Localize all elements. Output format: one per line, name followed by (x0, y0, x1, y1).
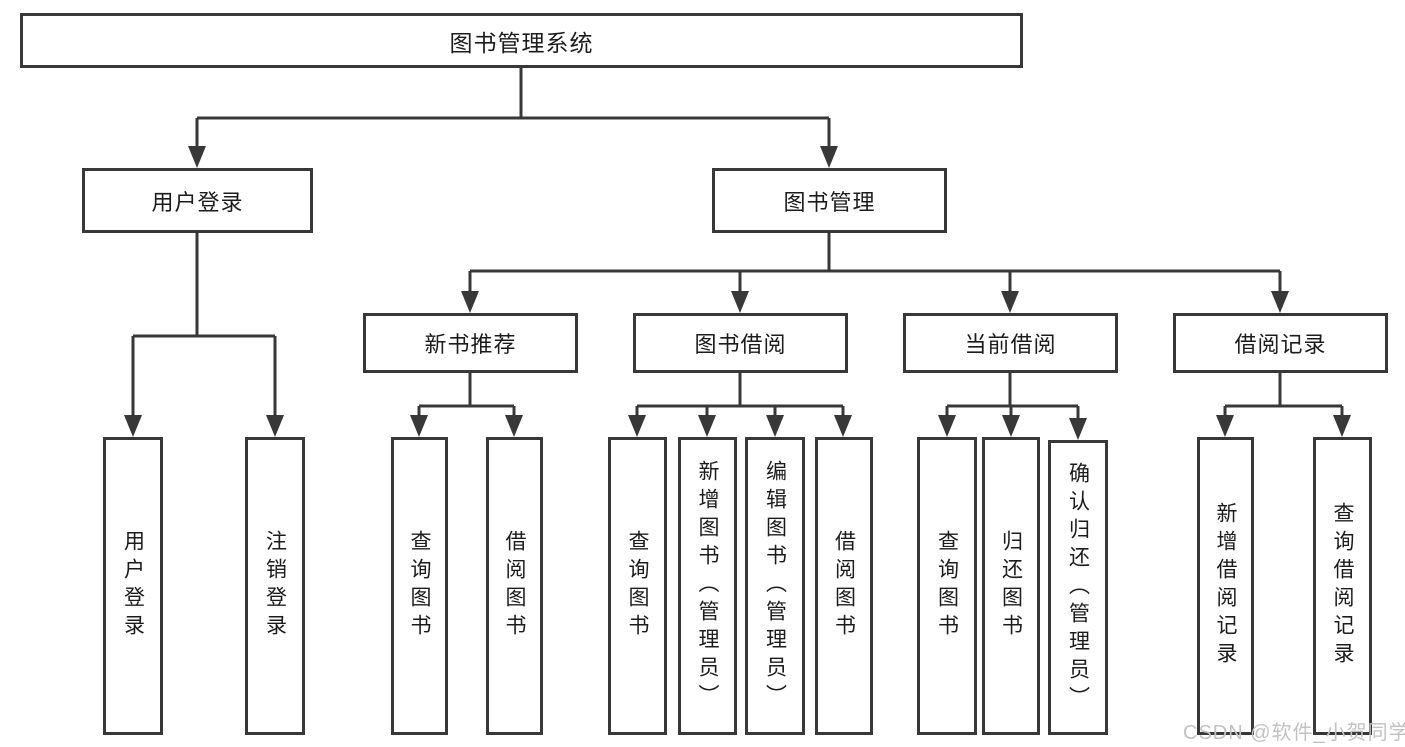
node-library-system: 图书管理系统 (20, 13, 1023, 68)
node-borrow-record: 借阅记录 (1173, 313, 1388, 373)
csdn-watermark: CSDN @软件_小贺同学 (1183, 722, 1405, 744)
leaf-edit-book-admin: 编辑图书（管理员） (745, 437, 805, 735)
leaf-add-book-admin: 新增图书（管理员） (678, 437, 737, 735)
leaf-logout: 注销登录 (245, 437, 305, 735)
leaf-query-borrow-record: 查询借阅记录 (1313, 437, 1372, 735)
node-new-book-recommend: 新书推荐 (363, 313, 578, 373)
leaf-confirm-return-admin: 确认归还（管理员） (1048, 440, 1108, 735)
leaf-add-borrow-record: 新增借阅记录 (1197, 437, 1254, 735)
node-current-borrow: 当前借阅 (903, 313, 1118, 373)
leaf-recommend-borrow-book: 借阅图书 (486, 437, 543, 735)
leaf-borrow-book: 借阅图书 (815, 437, 873, 735)
leaf-user-login: 用户登录 (103, 437, 163, 735)
node-book-management: 图书管理 (712, 168, 947, 233)
node-user-login: 用户登录 (82, 168, 313, 233)
leaf-borrow-query-book: 查询图书 (608, 437, 667, 735)
leaf-return-book: 归还图书 (982, 437, 1040, 735)
node-book-borrow: 图书借阅 (633, 313, 848, 373)
connector-edges (131, 68, 1344, 426)
leaf-recommend-query-book: 查询图书 (391, 437, 448, 735)
arrowheads (124, 146, 1351, 440)
leaf-current-query-book: 查询图书 (917, 437, 977, 735)
